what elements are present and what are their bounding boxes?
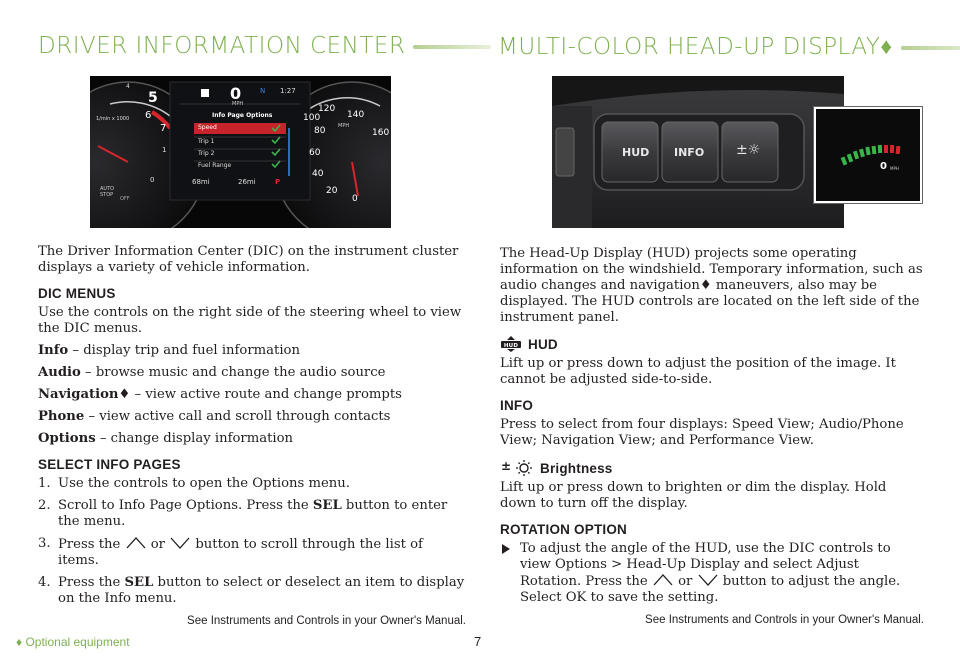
instrument-cluster-drawing	[90, 76, 391, 228]
hud-controls-photo: HUD INFO ±☼	[552, 76, 844, 228]
hud-inset-drawing	[816, 109, 920, 201]
dic-menus-text: Use the controls on the right side of th…	[38, 305, 462, 336]
speedo-tick: 20	[326, 186, 338, 196]
menu-item: Speed	[198, 124, 217, 131]
heading-rule	[413, 44, 492, 49]
brightness-title: ± Brightness	[501, 459, 613, 476]
menu-item: Trip 2	[198, 150, 215, 157]
brightness-icon: ±	[501, 459, 532, 476]
menu-item: Fuel Range	[198, 162, 232, 169]
tach-tick: 1	[162, 146, 167, 154]
step-1: 1.Use the controls to open the Options m…	[38, 476, 350, 491]
info-title: INFO	[500, 398, 534, 413]
brightness-button: ±☼	[736, 142, 761, 158]
speedo-tick: 140	[347, 110, 365, 120]
rpm-label: 1/min x 1000	[96, 116, 130, 122]
menu-entry-phone: Phone – view active call and scroll thro…	[38, 409, 391, 424]
hud-display-inset: 0 MPH	[813, 106, 923, 204]
menu-entry-info: Info – display trip and fuel information	[38, 343, 300, 358]
optional-equipment-note: ♦ Optional equipment	[16, 635, 130, 649]
page-number: 7	[474, 634, 482, 649]
hud-speed-unit: MPH	[890, 166, 899, 171]
info-button: INFO	[674, 146, 705, 159]
hud-button: HUD	[622, 146, 650, 159]
speedo-tick: 160	[372, 128, 390, 138]
speedo-tick: 60	[309, 148, 321, 158]
speedo-tick: 80	[314, 126, 326, 136]
range-readout: 68mi	[192, 178, 210, 186]
hud-icon: HUD	[501, 336, 521, 352]
menu-entry-audio: Audio – browse music and change the audi…	[38, 365, 386, 380]
auto-stop-label: AUTO STOP	[100, 186, 115, 198]
select-info-title: SELECT INFO PAGES	[38, 457, 181, 472]
manual-reference: See Instruments and Controls in your Own…	[645, 614, 924, 626]
tach-tick: 0	[150, 176, 155, 184]
tach-tick: 7	[160, 123, 167, 134]
menu-highlight	[194, 123, 286, 134]
step-2: 2.Scroll to Info Page Options. Press the…	[38, 498, 448, 529]
dic-intro: The Driver Information Center (DIC) on t…	[38, 244, 459, 275]
menu-entry-navigation: Navigation♦ – view active route and chan…	[38, 387, 402, 402]
dic-section: The Driver Information Center (DIC) on t…	[38, 244, 466, 629]
chevron-up-icon	[126, 537, 145, 549]
info-text: Press to select from four displays: Spee…	[500, 417, 904, 448]
off-label: OFF	[120, 196, 130, 202]
rotation-steps: To adjust the angle of the HUD, use the …	[500, 541, 924, 606]
rotation-step: To adjust the angle of the HUD, use the …	[500, 541, 924, 606]
step-3: 3.Press the or button to scroll through …	[38, 536, 423, 568]
step-4: 4.Press the SEL button to select or dese…	[38, 575, 465, 606]
hud-speed: 0	[880, 161, 887, 172]
chevron-down-icon	[698, 574, 717, 586]
park-indicator: P	[275, 178, 281, 186]
trip-readout: 26mi	[238, 178, 256, 186]
dic-menus-title: DIC MENUS	[38, 286, 116, 301]
select-info-steps: 1.Use the controls to open the Options m…	[38, 476, 466, 607]
instrument-cluster-photo: 5 1/min x 1000 6 7 1 0 4 AUTO STOP OFF 0…	[90, 76, 391, 228]
heading-rule	[900, 45, 960, 50]
svg-text:HUD: HUD	[504, 343, 518, 349]
svg-text:±: ±	[501, 459, 511, 473]
speedo-tick: 40	[312, 169, 324, 179]
speedo-tick: 0	[352, 194, 358, 204]
hud-title: HUD HUD	[500, 336, 924, 353]
speedo-unit: MPH	[338, 123, 350, 129]
hud-intro: The Head-Up Display (HUD) projects some …	[500, 246, 923, 325]
menu-item: Trip 1	[198, 138, 215, 145]
brightness-text: Lift up or press down to brighten or dim…	[500, 480, 887, 511]
section-heading-dic: DRIVER INFORMATION CENTER	[38, 33, 492, 59]
speedo-tick: 120	[318, 104, 336, 114]
manual-reference: See Instruments and Controls in your Own…	[187, 615, 466, 627]
hud-section: The Head-Up Display (HUD) projects some …	[500, 246, 924, 628]
gear-indicator: 5	[148, 90, 158, 106]
speedo-tick: 100	[303, 113, 321, 123]
digital-speed: 0	[230, 84, 242, 103]
section-heading-hud: MULTI-COLOR HEAD-UP DISPLAY♦	[498, 33, 960, 60]
menu-entry-options: Options – change display information	[38, 431, 294, 446]
chevron-down-icon	[170, 537, 190, 549]
speed-unit: MPH	[232, 101, 244, 107]
bullet-arrow-icon	[502, 544, 510, 554]
chevron-up-icon	[653, 574, 673, 586]
hud-text: Lift up or press down to adjust the posi…	[500, 356, 896, 387]
tach-tick: 6	[145, 110, 152, 121]
hud-controls-drawing	[552, 76, 844, 228]
gear-n: N	[260, 87, 266, 95]
menu-title: Info Page Options	[212, 112, 273, 119]
tach-tick: 4	[126, 83, 130, 90]
rotation-title: ROTATION OPTION	[500, 522, 627, 537]
clock: 1:27	[280, 87, 296, 95]
